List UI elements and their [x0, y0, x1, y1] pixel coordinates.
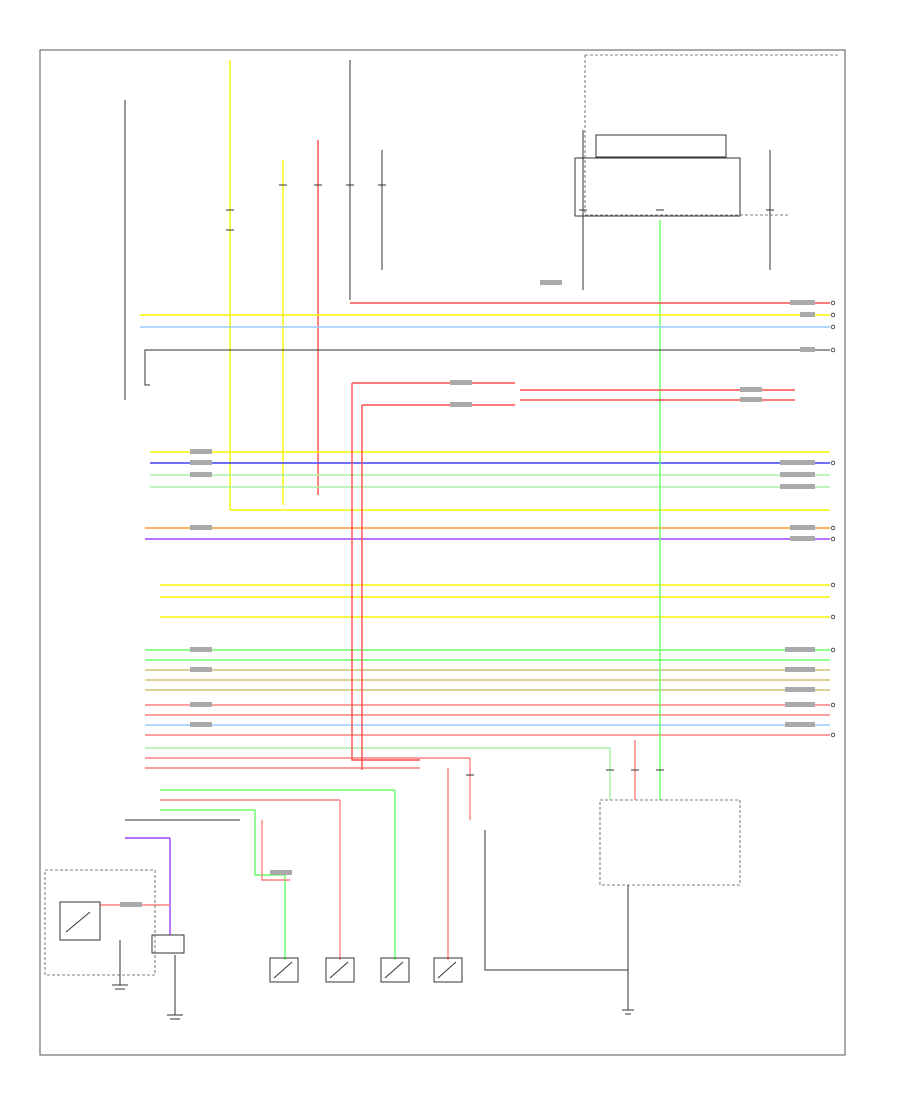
lower-left-section [44, 869, 156, 976]
relay-coil [151, 934, 185, 954]
red-riser-1 [351, 383, 420, 761]
lower-mid-wire [484, 830, 628, 971]
wire-label-blocks [120, 280, 815, 907]
switch-symbol [325, 957, 355, 983]
connector-pin [830, 702, 836, 708]
relay-coil [65, 911, 91, 933]
riser-connector-marks [226, 184, 774, 776]
switch-symbol [329, 961, 349, 979]
switch-symbol [273, 961, 293, 979]
connector-pin [830, 300, 836, 306]
connector-pin [830, 324, 836, 330]
connector-pin [830, 525, 836, 531]
connector-pin [830, 460, 836, 466]
switch-symbol [437, 961, 457, 979]
connector-pin [830, 732, 836, 738]
top-right-section [584, 54, 840, 216]
ground-symbol [167, 955, 183, 1020]
drop-wire-pink-1 [261, 820, 290, 881]
connector-pin [830, 347, 836, 353]
right-connector-pins [830, 300, 836, 738]
module-label-box-inner [595, 134, 727, 158]
connector-pin [830, 312, 836, 318]
lower-right-module [599, 799, 741, 886]
switch-symbol [433, 957, 463, 983]
switch-symbol [384, 961, 404, 979]
connector-pin [830, 582, 836, 588]
relay-coil [59, 901, 101, 941]
switch-symbol [269, 957, 299, 983]
diagram-frame [39, 49, 846, 1056]
connector-pin [830, 536, 836, 542]
ground-symbol [622, 1009, 634, 1015]
ground-symbol [112, 940, 128, 990]
connector-pin [830, 614, 836, 620]
connector-pin [830, 647, 836, 653]
left-bracket [144, 349, 150, 386]
switch-symbol [380, 957, 410, 983]
module-label-box [574, 157, 741, 217]
drop-wire-green-1 [254, 810, 286, 960]
